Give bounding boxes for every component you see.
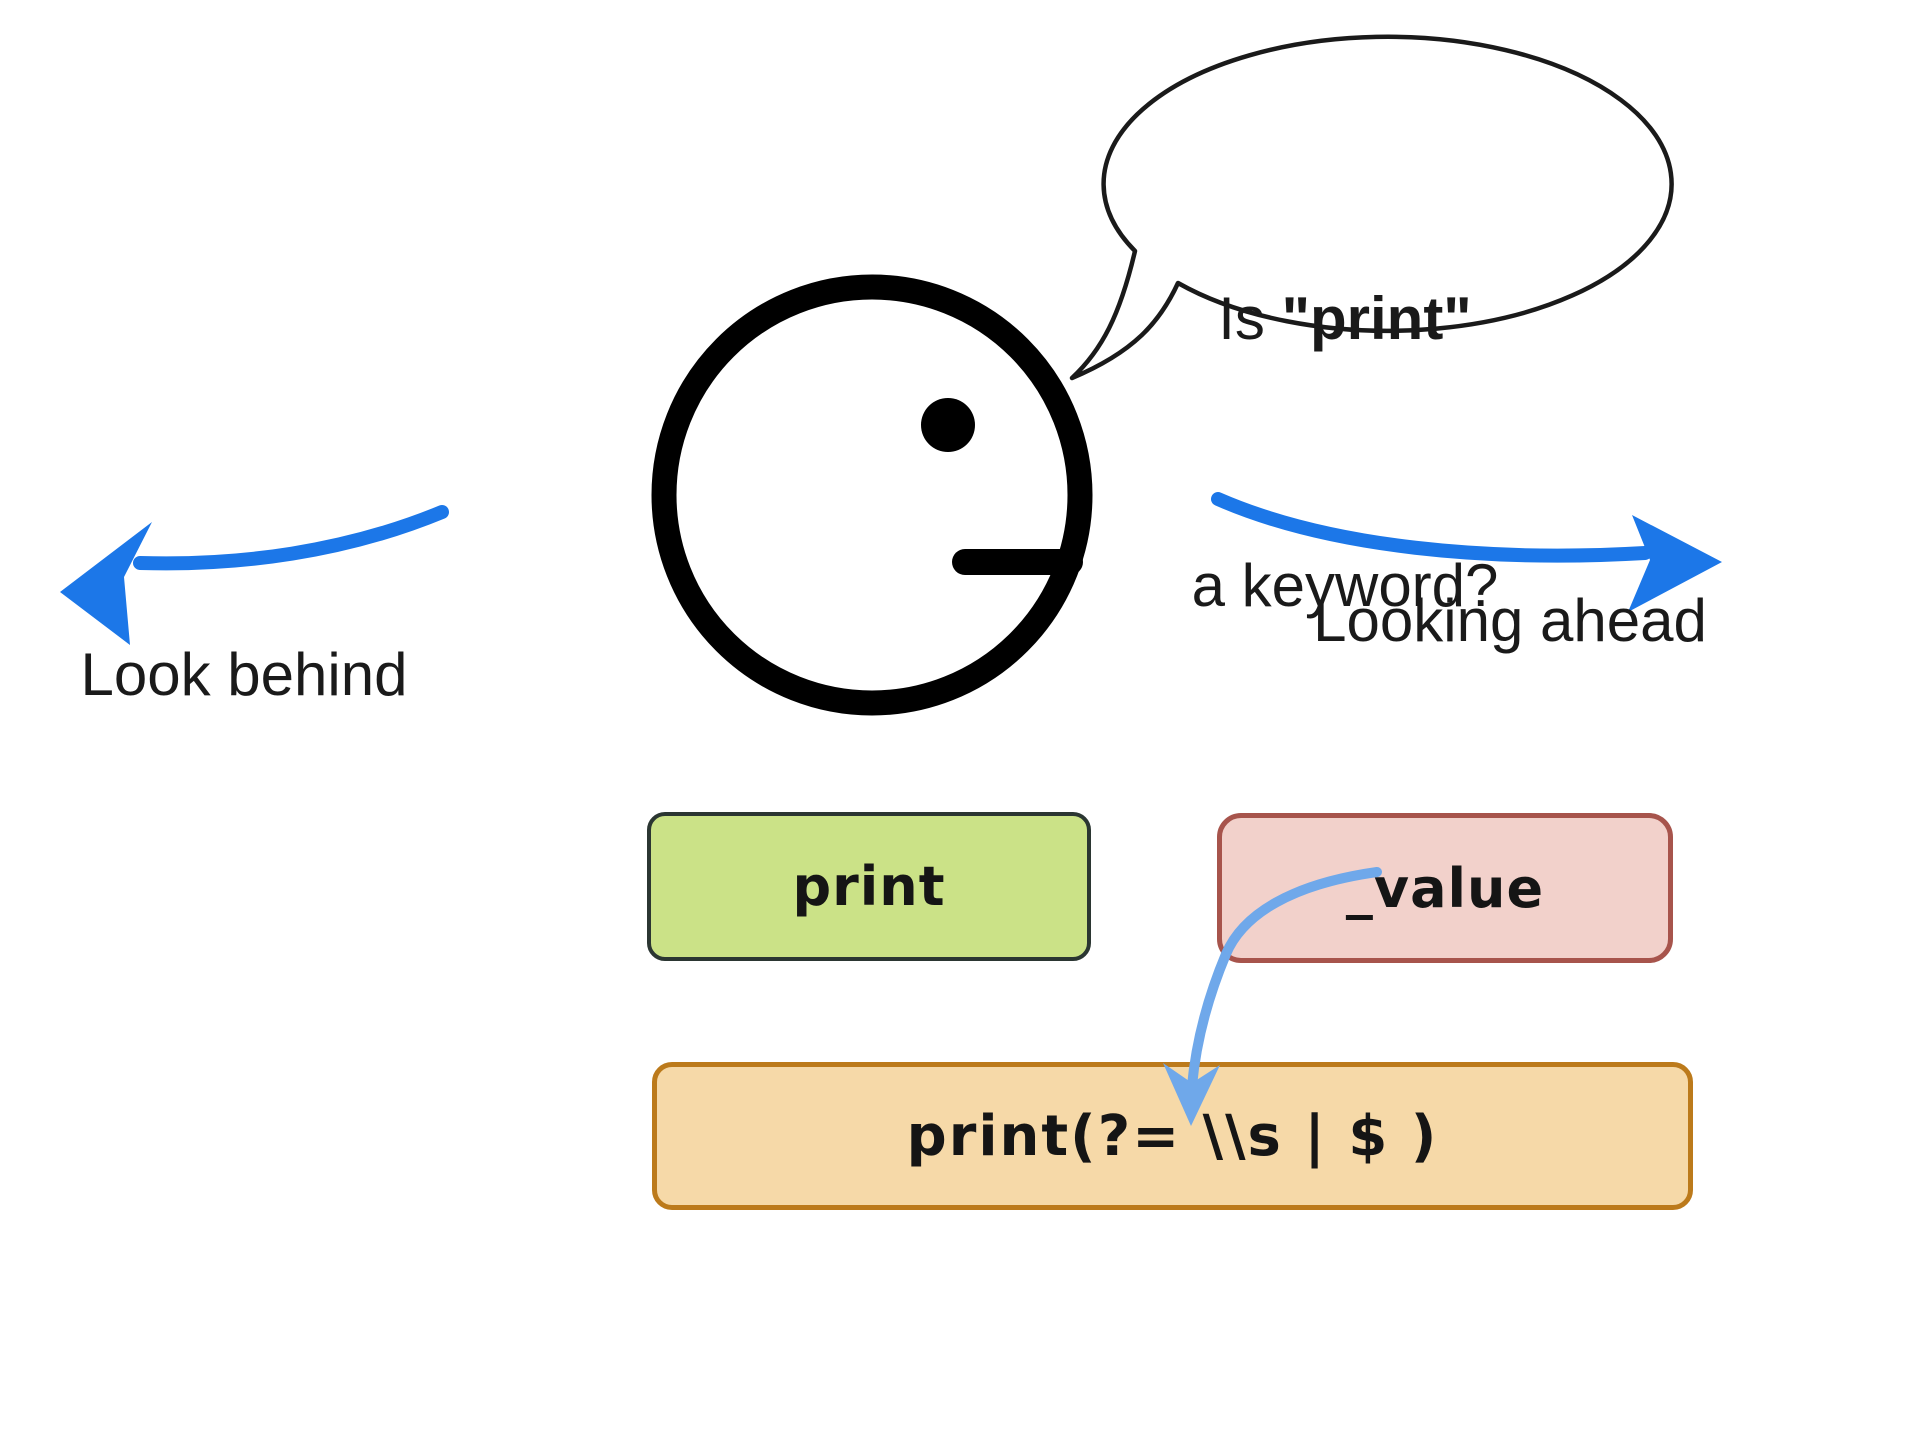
keyword-box: print bbox=[647, 812, 1091, 961]
caption: there has to be a space or the end of th… bbox=[395, 1266, 1920, 1440]
keyword-box-label: print bbox=[792, 855, 946, 918]
value-box-label: _value bbox=[1345, 856, 1545, 920]
speech-bubble-line2: a keyword? bbox=[1191, 552, 1499, 619]
speech-bubble-text: Is "print" a keyword? bbox=[1105, 96, 1585, 808]
value-box: _value bbox=[1217, 813, 1673, 963]
look-behind-arrow-icon bbox=[60, 505, 449, 645]
speech-bubble-line1: Is "print" bbox=[1218, 285, 1472, 352]
look-behind-label: Look behind bbox=[80, 641, 408, 708]
regex-box-label: print(?= \\s | $ ) bbox=[906, 1103, 1439, 1169]
face-icon bbox=[651, 274, 1093, 716]
speech-bubble bbox=[1069, 34, 1674, 381]
looking-ahead-label: Looking ahead bbox=[1313, 587, 1707, 654]
looking-ahead-arrow-icon bbox=[1211, 492, 1722, 612]
regex-box: print(?= \\s | $ ) bbox=[652, 1062, 1693, 1210]
face-eye-icon bbox=[921, 398, 975, 452]
